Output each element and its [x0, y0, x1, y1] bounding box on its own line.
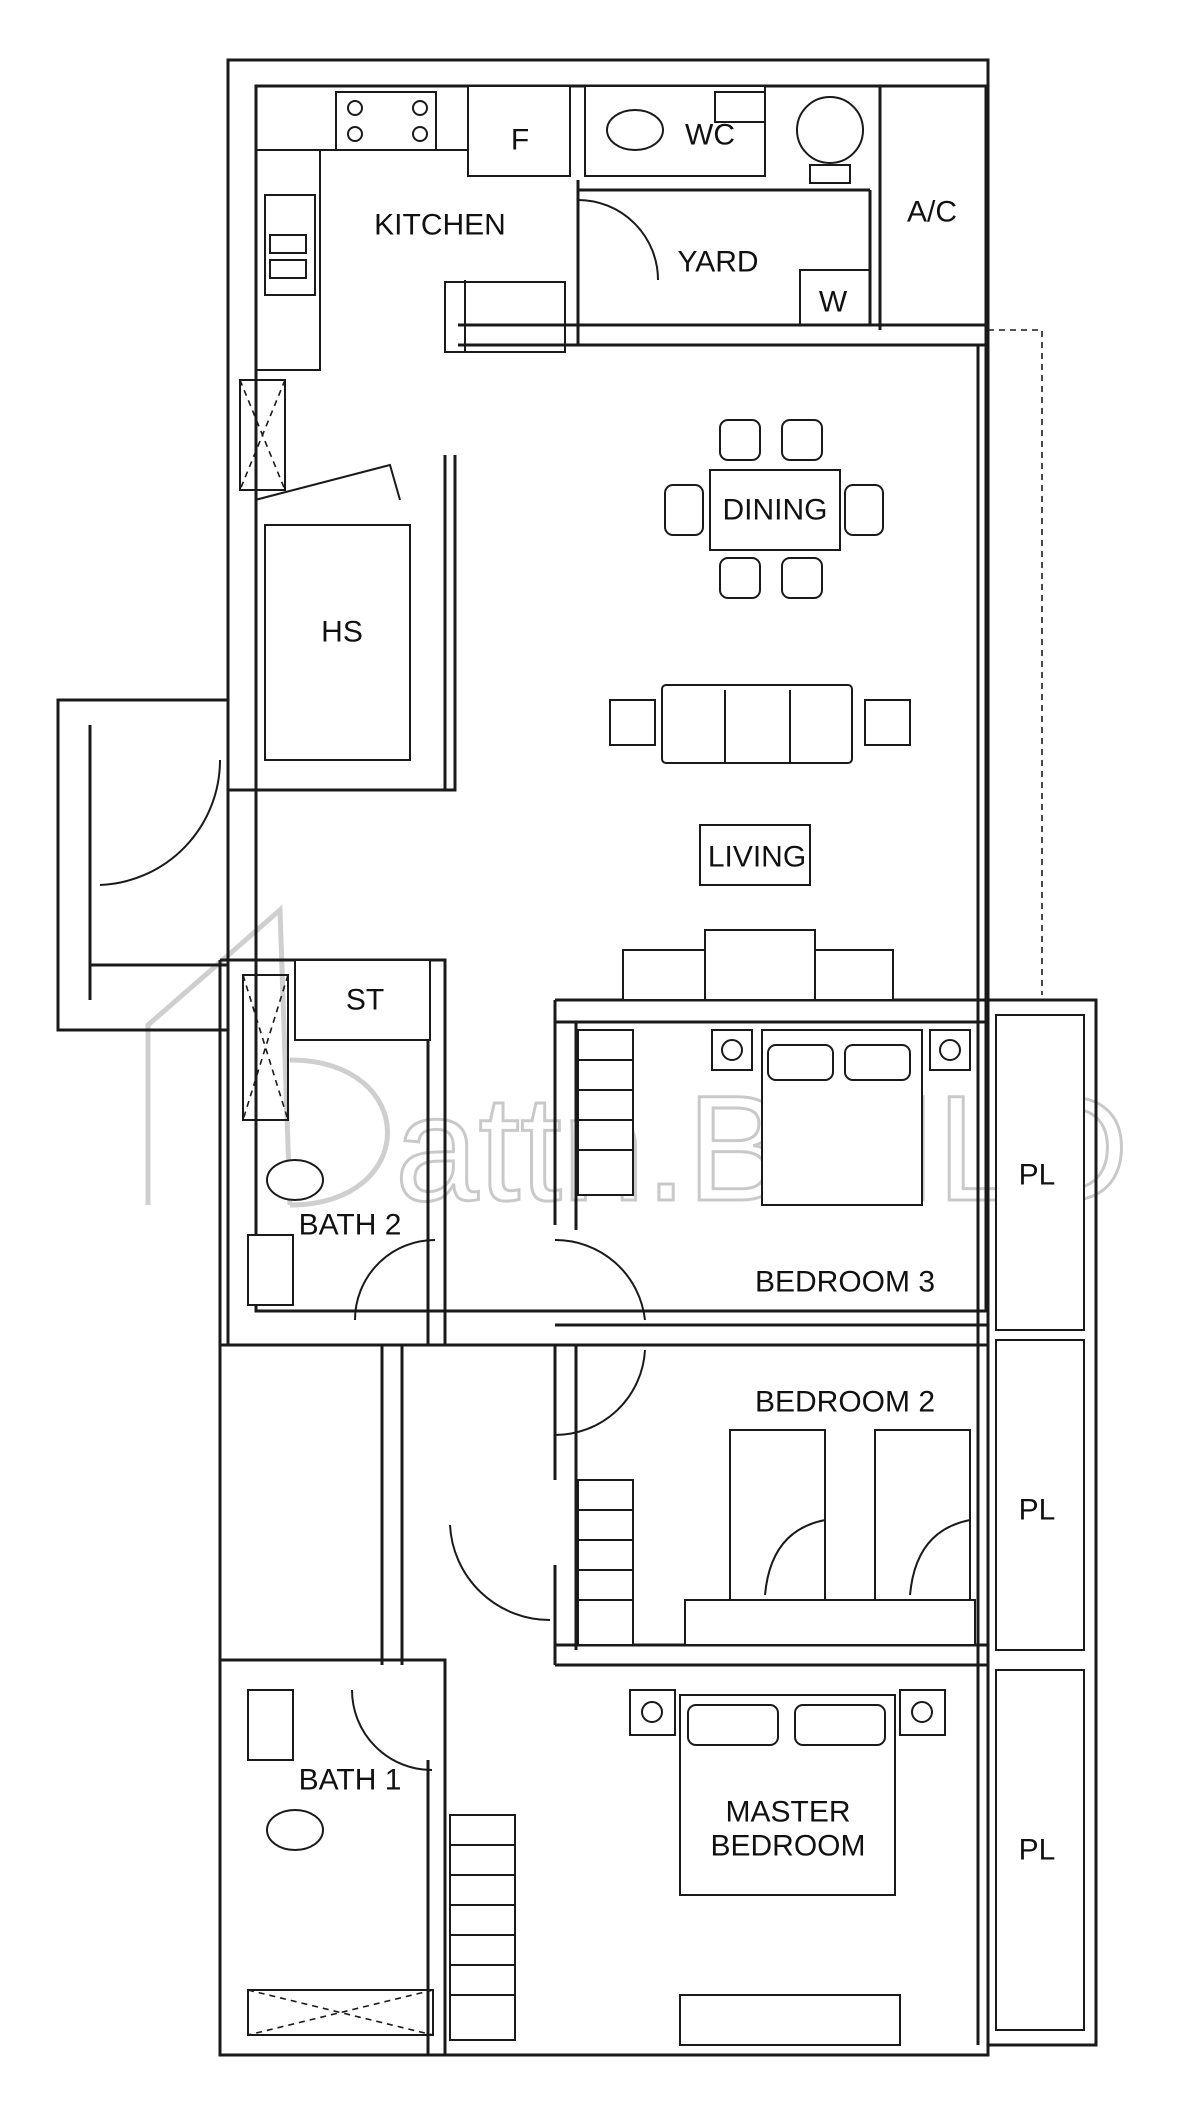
dining-set — [664, 419, 884, 599]
bedroom3-furniture — [554, 1029, 971, 1437]
label-store: ST — [346, 984, 384, 1017]
room-labels: KITCHEN F WC YARD W A/C DINING HS LIVING… — [299, 119, 1056, 1867]
label-pl-1: PL — [1019, 1159, 1056, 1192]
label-dining: DINING — [723, 494, 828, 527]
household-shelter — [239, 379, 411, 761]
label-fridge: F — [511, 124, 529, 157]
label-hs: HS — [321, 616, 363, 649]
bedroom2-furniture — [449, 1429, 976, 1646]
label-master-line2: BEDROOM — [710, 1830, 865, 1863]
bath2-fixtures — [247, 1159, 436, 1321]
entrance-door — [99, 759, 222, 886]
label-master-line1: MASTER — [725, 1796, 850, 1829]
label-bedroom2: BEDROOM 2 — [755, 1386, 935, 1419]
tv-console — [622, 929, 894, 1001]
wc-fixtures — [577, 85, 871, 326]
label-wc: WC — [685, 119, 735, 152]
label-bedroom3: BEDROOM 3 — [755, 1266, 935, 1299]
label-living: LIVING — [708, 841, 806, 874]
label-ac: A/C — [907, 196, 957, 229]
sofa-set — [609, 684, 911, 886]
store-room — [242, 959, 431, 1121]
bath1-fixtures — [247, 1689, 434, 2036]
planter-ledges — [995, 1014, 1085, 2031]
label-pl-3: PL — [1019, 1834, 1056, 1867]
label-yard: YARD — [677, 246, 758, 279]
label-bath1: BATH 1 — [299, 1764, 402, 1797]
label-pl-2: PL — [1019, 1494, 1056, 1527]
kitchen-counters — [256, 85, 571, 371]
master-bedroom-furniture — [449, 1689, 946, 2046]
label-bath2: BATH 2 — [299, 1209, 402, 1242]
label-washer: W — [819, 286, 848, 319]
label-kitchen: KITCHEN — [374, 209, 506, 242]
